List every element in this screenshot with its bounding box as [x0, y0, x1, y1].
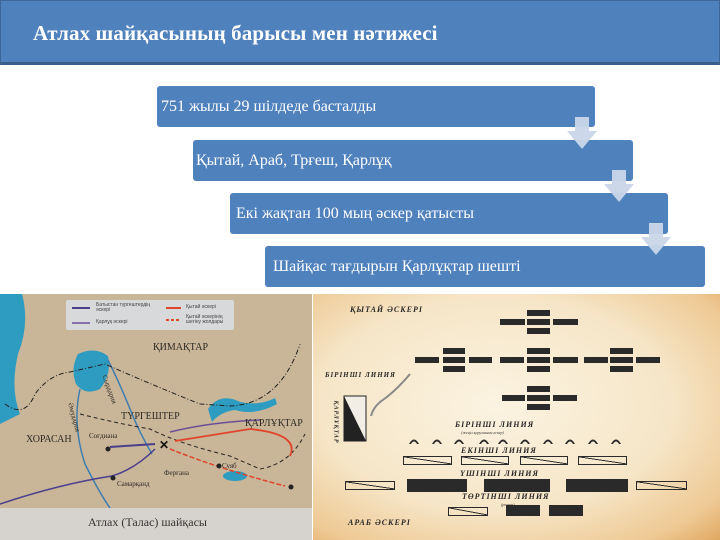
battle-formation-diagram: ҚЫТАЙ ӘСКЕРІ БІРІНШІ ЛИНИЯ ҚАРЛҰҚТАР БІР…	[313, 294, 720, 540]
map-label-samarkand: Самарқанд	[117, 480, 150, 488]
third-line-label: ҮШІНШІ ЛИНИЯ	[460, 469, 540, 478]
first-line-sub-label: (жеңіл қаруланған әскер)	[461, 430, 504, 435]
flow-step-2: Қытай, Араб, Трғеш, Қарлұқ	[193, 140, 633, 181]
title-bar: Атлах шайқасының барысы мен нәтижесі	[0, 0, 720, 65]
caspian-sea	[0, 294, 26, 424]
archer-icon	[432, 439, 442, 444]
map-terrain: ✕	[0, 294, 306, 508]
flow-step-3: Екі жақтан 100 мың әскер қатысты	[230, 193, 668, 234]
archer-icon	[588, 439, 598, 444]
archer-icon	[498, 439, 508, 444]
legend-label: Қарлұқ әскері	[96, 319, 128, 325]
map-label-suyab: Суяб	[222, 462, 237, 470]
karluktar-label: ҚАРЛҰҚТАР	[332, 400, 339, 444]
map-label-kimaktar: ҚИМАҚТАР	[153, 342, 209, 353]
map-label-turgeshter: ТҮРГЕШТЕР	[121, 411, 180, 422]
fourth-line-sub-label: (резерв)	[501, 502, 514, 507]
issyk-kul-lake	[223, 471, 247, 481]
archer-icon	[565, 439, 575, 444]
second-line-label: ЕКІНШІ ЛИНИЯ	[461, 446, 537, 455]
first-line-label: БІРІНШІ ЛИНИЯ	[455, 420, 535, 429]
arab-army-label: АРАБ ӘСКЕРІ	[348, 518, 411, 527]
pointer-arrow-icon	[370, 373, 411, 417]
balkhash-lake	[208, 398, 277, 422]
flow-step-4: Шайқас тағдырын Қарлұқтар шешті	[265, 246, 705, 287]
map-label-khorasan: ХОРАСАН	[26, 434, 72, 445]
first-line-top-label: БІРІНШІ ЛИНИЯ	[325, 371, 396, 379]
flow-step-label: 751 жылы 29 шілдеде басталды	[161, 97, 377, 115]
archer-icon	[611, 439, 621, 444]
archer-icon	[454, 439, 464, 444]
archer-icon	[543, 439, 553, 444]
aral-sea	[73, 350, 109, 392]
flow-step-1: 751 жылы 29 шілдеде басталды	[157, 86, 595, 127]
down-arrow-icon	[604, 170, 634, 202]
archer-icon	[409, 439, 419, 444]
flow-step-label: Қытай, Араб, Трғеш, Қарлұқ	[196, 151, 392, 169]
slide-title: Атлах шайқасының барысы мен нәтижесі	[33, 21, 438, 45]
legend-label: Қытай әскері	[186, 304, 216, 310]
legend-label: Батыстан түргештердің әскері	[96, 302, 151, 313]
flow-step-label: Шайқас тағдырын Қарлұқтар шешті	[273, 257, 521, 275]
down-arrow-icon	[641, 223, 671, 255]
flow-step-label: Екі жақтан 100 мың әскер қатысты	[236, 204, 474, 222]
chinese-army-label: ҚЫТАЙ ӘСКЕРІ	[350, 305, 423, 314]
map-label-sogdiana: Соғдиана	[89, 432, 118, 440]
map-caption: Атлах (Талас) шайқасы	[88, 515, 207, 529]
legend-label: Қытай әскерінің шегіну жолдары	[186, 314, 224, 325]
battle-map: ✕ Батыстан түргештердің әскері Қарлұқ әс…	[0, 294, 312, 540]
map-label-karluktar: ҚАРЛҰҚТАР	[245, 418, 303, 429]
map-label-fergana: Ферғана	[164, 469, 189, 477]
map-caption-strip	[0, 508, 312, 540]
battle-site-icon: ✕	[159, 438, 169, 452]
map-legend: Батыстан түргештердің әскері Қарлұқ әске…	[66, 300, 234, 330]
down-arrow-icon	[567, 117, 597, 149]
archer-icon	[479, 439, 489, 444]
archer-icon	[520, 439, 530, 444]
fourth-line-label: ТӨРТІНШІ ЛИНИЯ	[462, 492, 550, 501]
karluk-unit-icon	[343, 395, 367, 442]
